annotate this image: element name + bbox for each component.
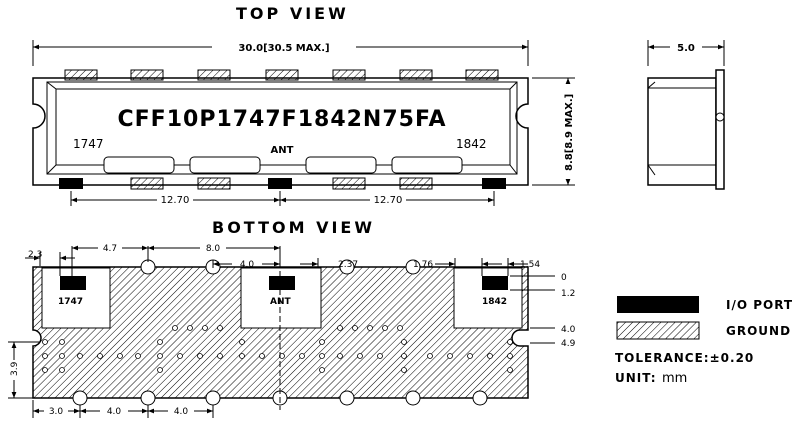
tolerance-text: TOLERANCE:±0.20 <box>615 351 754 365</box>
dim-2-3: 2.3 <box>28 250 42 260</box>
bottom-pad-label-1842: 1842 <box>482 297 507 307</box>
top-label-center: ANT <box>271 145 294 156</box>
bottom-view-body <box>32 259 529 410</box>
unit-value: mm <box>662 371 687 386</box>
unit-label: UNIT: <box>615 371 657 385</box>
side-view: 5.0 <box>647 40 725 190</box>
bottom-view-title: BOTTOM VIEW <box>212 218 375 237</box>
dim-1-76: 1.76 <box>413 260 433 270</box>
height-dimension: 8.8[8.9 MAX.] <box>532 77 575 186</box>
dim-bottom-4-0-a: 4.0 <box>107 407 122 417</box>
pitch-right: 12.70 <box>374 195 403 206</box>
bottom-left-dimension <box>8 341 40 399</box>
legend-io-swatch <box>617 296 699 313</box>
top-view-body <box>32 69 529 190</box>
top-label-left: 1747 <box>73 137 104 151</box>
dim-3-9: 3.9 <box>10 361 20 376</box>
bottom-bottom-dimensions <box>32 400 214 418</box>
width-dim-label: 5.0 <box>677 43 695 54</box>
legend-ground-swatch <box>616 321 700 340</box>
top-label-right: 1842 <box>456 137 487 151</box>
legend <box>616 296 700 340</box>
bottom-pad-label-ant: ANT <box>270 297 291 307</box>
bottom-pad-label-1747: 1747 <box>58 297 83 307</box>
length-dim-label: 30.0[30.5 MAX.] <box>238 43 329 54</box>
dim-4-7: 4.7 <box>103 244 117 254</box>
height-dim-label: 8.8[8.9 MAX.] <box>564 94 575 171</box>
bottom-right-dimensions <box>510 275 555 344</box>
length-dimension: 30.0[30.5 MAX.] <box>32 40 529 66</box>
dim-4-0-right: 4.0 <box>561 325 576 335</box>
dim-0: 0 <box>561 273 567 283</box>
legend-io-port: I/O PORT <box>726 298 793 312</box>
pitch-left: 12.70 <box>161 195 190 206</box>
dim-bottom-3-0: 3.0 <box>49 407 64 417</box>
dim-2-37: 2.37 <box>338 260 358 270</box>
top-view-title: TOP VIEW <box>236 4 349 23</box>
dim-4-9: 4.9 <box>561 339 576 349</box>
pitch-dimension: 12.70 12.70 <box>70 191 495 206</box>
dim-1-2: 1.2 <box>561 289 575 299</box>
dim-1-54: 1.54 <box>520 260 540 270</box>
bottom-top-dimensions <box>25 245 528 276</box>
part-number: CFF10P1747F1842N75FA <box>118 107 447 132</box>
dim-4-0-top: 4.0 <box>240 260 255 270</box>
dim-bottom-4-0-b: 4.0 <box>174 407 189 417</box>
legend-ground: GROUND <box>726 324 791 338</box>
dim-8-0: 8.0 <box>206 244 221 254</box>
